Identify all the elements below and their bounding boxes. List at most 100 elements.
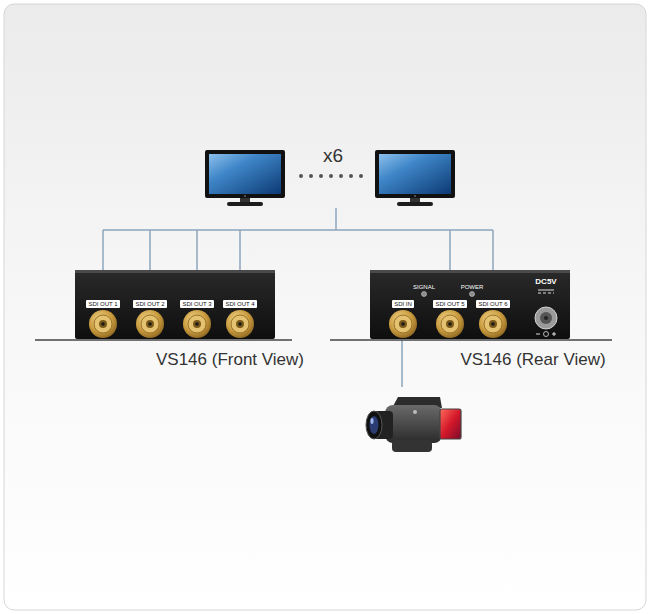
device-housing	[75, 270, 275, 339]
bnc-connector-part	[136, 310, 164, 338]
bnc-connector	[89, 310, 254, 338]
monitor-part	[379, 154, 451, 194]
device-front: SDI OUT 1SDI OUT 2SDI OUT 3SDI OUT 4VS14…	[75, 270, 275, 339]
bnc-connector-part	[399, 320, 407, 328]
bnc-connector-part	[101, 322, 105, 326]
power-jack-part	[554, 332, 555, 336]
monitor-part	[414, 195, 416, 197]
video-wire-part	[103, 229, 493, 231]
bnc-connector-part	[448, 322, 452, 326]
bnc-connector-part	[94, 315, 112, 333]
ground-line-part	[35, 339, 292, 341]
indicator-led	[422, 292, 475, 297]
camcorder-part	[370, 416, 379, 434]
video-wire-part	[102, 230, 104, 270]
port-label: SDI IN	[392, 300, 414, 308]
monitor	[205, 150, 285, 206]
camcorder-part	[385, 405, 442, 443]
port-label: SDI OUT 4	[223, 300, 256, 308]
video-wire-part	[335, 208, 337, 230]
bnc-connector-part	[238, 322, 242, 326]
bnc-connector-part	[441, 315, 459, 333]
port-label: SDI OUT 3	[180, 300, 213, 308]
bnc-connector-part	[148, 322, 152, 326]
bnc-connector-part	[484, 315, 502, 333]
camcorder-part	[440, 409, 461, 439]
video-wire-part	[239, 230, 241, 270]
monitor-part	[227, 202, 263, 206]
ellipsis-dots-part	[329, 174, 333, 178]
port-label: SDI OUT 6	[476, 300, 509, 308]
port-label: SDI OUT 5	[433, 300, 466, 308]
bnc-connector-part	[141, 315, 159, 333]
device-housing-part	[75, 270, 275, 273]
power-jack-part	[536, 334, 540, 335]
bnc-connector-part	[195, 322, 199, 326]
bnc-connector-part	[394, 315, 412, 333]
power-jack-part	[540, 312, 552, 324]
monitor-part	[209, 154, 281, 194]
camcorder-part	[413, 410, 417, 414]
indicator-label: SIGNAL	[413, 284, 435, 290]
view-caption: VS146 (Front View)	[156, 351, 304, 368]
camcorder-part	[392, 440, 432, 452]
ellipsis-dots	[299, 174, 363, 178]
bnc-connector-part	[491, 322, 495, 326]
power-jack	[535, 290, 557, 337]
bnc-connector-part	[236, 320, 244, 328]
port-label: SDI OUT 2	[133, 300, 166, 308]
port-label: SDI OUT 1	[86, 300, 119, 308]
bnc-connector-part	[436, 310, 464, 338]
view-caption: VS146 (Rear View)	[460, 351, 605, 368]
monitor-part	[375, 150, 455, 198]
power-jack-part	[538, 293, 554, 294]
device-housing	[370, 270, 570, 339]
ellipsis-dots-part	[349, 174, 353, 178]
indicator-led-part	[422, 292, 427, 297]
monitor-part	[397, 202, 433, 206]
bnc-connector	[389, 310, 507, 338]
ellipsis-dots-part	[309, 174, 313, 178]
ground-line-part	[330, 339, 612, 341]
device-housing-part	[75, 270, 275, 339]
bnc-connector-part	[99, 320, 107, 328]
bnc-connector-part	[389, 310, 417, 338]
bnc-connector-part	[479, 310, 507, 338]
bnc-connector-part	[489, 320, 497, 328]
video-wire-part	[401, 340, 403, 387]
bnc-connector-part	[183, 310, 211, 338]
count-label: x6	[323, 146, 343, 165]
power-jack-part	[544, 316, 548, 320]
device-housing-part	[370, 270, 570, 339]
bnc-connector-part	[401, 322, 405, 326]
video-wire-part	[492, 230, 494, 270]
power-jack-part	[535, 307, 557, 329]
power-jack-part	[538, 290, 554, 291]
monitor-part	[244, 195, 246, 197]
camcorder-part	[370, 418, 373, 424]
indicator-led-part	[470, 292, 475, 297]
camcorder	[366, 397, 461, 452]
monitor	[375, 150, 455, 206]
bnc-connector-part	[231, 315, 249, 333]
power-label: DC5V	[535, 278, 556, 286]
device-housing-part	[370, 270, 570, 273]
bnc-connector-part	[226, 310, 254, 338]
indicator-label: POWER	[461, 284, 484, 290]
ellipsis-dots-part	[359, 174, 363, 178]
bnc-connector-part	[193, 320, 201, 328]
video-wire-part	[449, 230, 451, 270]
ellipsis-dots-part	[319, 174, 323, 178]
ellipsis-dots-part	[339, 174, 343, 178]
background-panel	[4, 4, 646, 610]
video-wire-part	[149, 230, 151, 270]
device-rear: SDI INSIGNALPOWERSDI OUT 5SDI OUT 6DC5VV…	[370, 270, 570, 339]
ground-line	[35, 339, 612, 341]
power-jack-part	[544, 332, 549, 337]
bnc-connector-part	[188, 315, 206, 333]
video-wire-part	[196, 230, 198, 270]
camcorder-part	[366, 411, 382, 439]
monitor-part	[205, 150, 285, 198]
ellipsis-dots-part	[299, 174, 303, 178]
